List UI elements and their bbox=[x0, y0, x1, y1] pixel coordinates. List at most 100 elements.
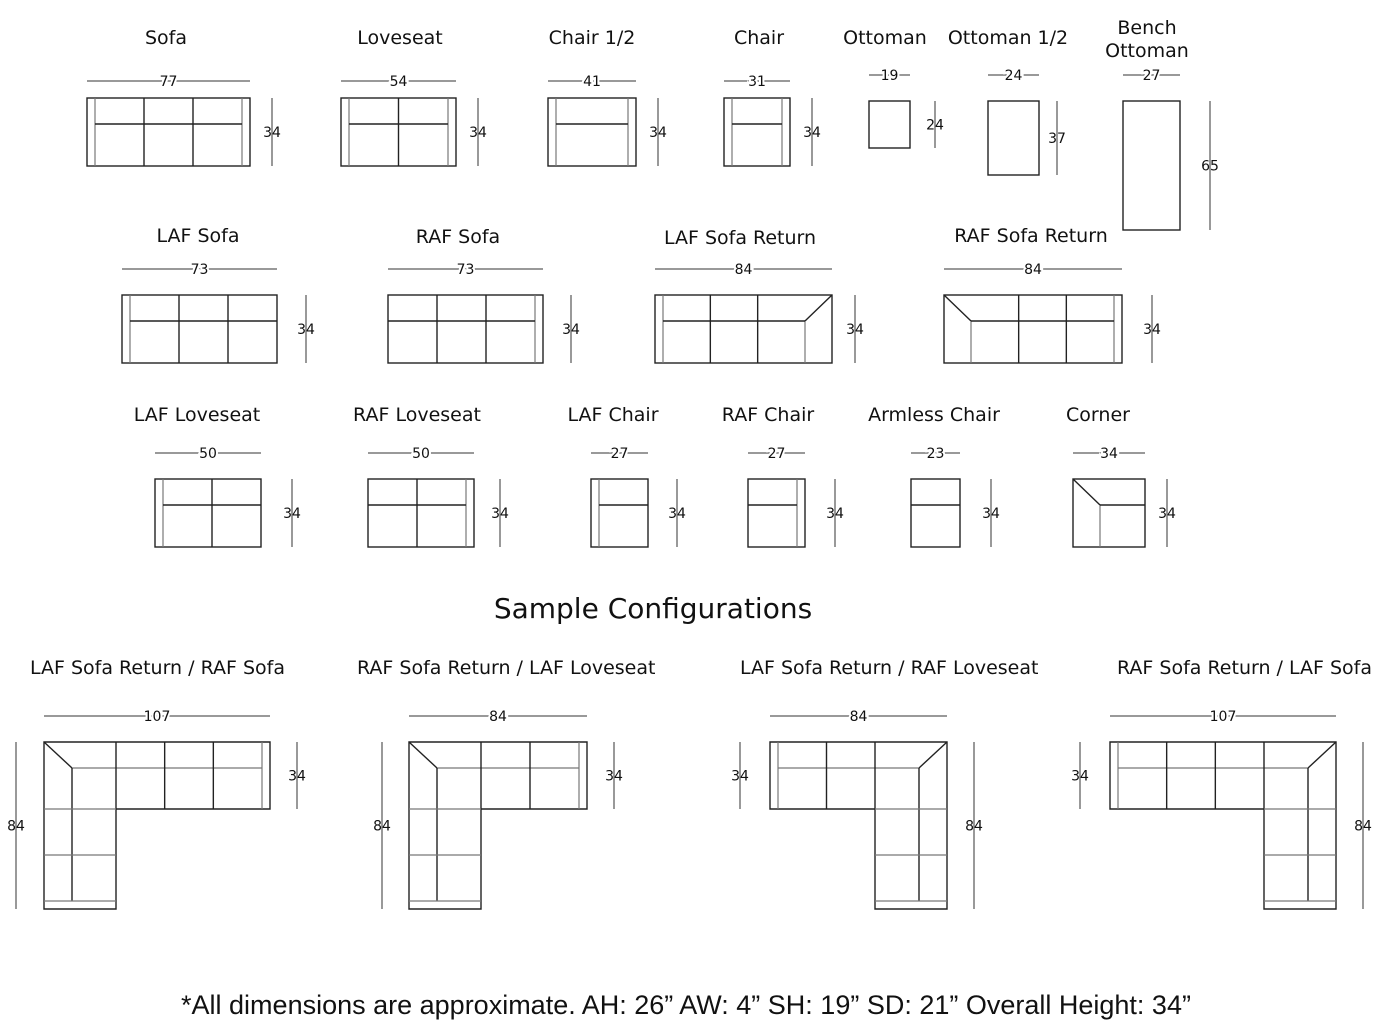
piece-laf-chair: LAF Chair 27 34 bbox=[567, 404, 686, 548]
piece-chair-1-2: Chair 1/2 41 34 bbox=[547, 27, 667, 167]
piece-outline bbox=[654, 294, 833, 364]
piece-title: Ottoman bbox=[843, 27, 927, 49]
piece-ottoman-1-2: Ottoman 1/2 24 37 bbox=[948, 27, 1068, 176]
depth-dimension-label: 84 bbox=[373, 819, 391, 835]
section-sample-configurations: Sample Configurations bbox=[494, 592, 812, 625]
depth-dimension-label: 84 bbox=[1354, 819, 1372, 835]
piece-title: LAF Sofa Return bbox=[664, 227, 816, 249]
width-dimension-label: 24 bbox=[1005, 68, 1023, 84]
depth-dimension-label: 84 bbox=[7, 819, 25, 835]
piece-title: Bench bbox=[1117, 17, 1176, 39]
width-dimension-label: 107 bbox=[1210, 709, 1237, 725]
piece-raf-sofa-return: RAF Sofa Return 84 34 bbox=[943, 225, 1161, 364]
corner-diagonal bbox=[804, 294, 833, 322]
piece-outline bbox=[154, 478, 262, 548]
piece-outline bbox=[547, 97, 637, 167]
width-dimension-label: 84 bbox=[850, 709, 868, 725]
depth-dimension-label: 84 bbox=[965, 819, 983, 835]
width-dimension-label: 54 bbox=[390, 74, 408, 90]
piece-outline bbox=[723, 97, 791, 167]
width-dimension-label: 84 bbox=[1024, 262, 1042, 278]
depth-dimension-label: 34 bbox=[288, 769, 306, 785]
width-dimension-label: 23 bbox=[927, 446, 945, 462]
piece-title: Chair bbox=[734, 27, 784, 49]
piece-title: RAF Sofa Return bbox=[954, 225, 1108, 247]
footnote-text: *All dimensions are approximate. AH: 26”… bbox=[181, 990, 1191, 1020]
depth-dimension-label: 34 bbox=[469, 125, 487, 141]
width-dimension-label: 27 bbox=[1143, 68, 1161, 84]
width-dimension-label: 34 bbox=[1100, 446, 1118, 462]
config-title: LAF Sofa Return / RAF Sofa bbox=[30, 657, 285, 679]
piece-title: Chair 1/2 bbox=[549, 27, 636, 49]
piece-title: Corner bbox=[1066, 404, 1130, 426]
width-dimension-label: 27 bbox=[768, 446, 786, 462]
piece-raf-loveseat: RAF Loveseat 50 34 bbox=[353, 404, 509, 548]
width-dimension-label: 107 bbox=[144, 709, 171, 725]
width-dimension-label: 31 bbox=[748, 74, 766, 90]
piece-outline bbox=[387, 294, 544, 364]
piece-outline bbox=[590, 478, 649, 548]
piece-title: LAF Chair bbox=[567, 404, 658, 426]
width-dimension-label: 50 bbox=[412, 446, 430, 462]
piece-laf-sofa-return: LAF Sofa Return 84 34 bbox=[654, 227, 864, 364]
corner-diagonal bbox=[943, 294, 972, 322]
piece-corner: Corner 34 34 bbox=[1066, 404, 1176, 548]
width-dimension-label: 41 bbox=[583, 74, 601, 90]
piece-outline bbox=[747, 478, 806, 548]
piece-title: RAF Loveseat bbox=[353, 404, 481, 426]
piece-title: Ottoman 1/2 bbox=[948, 27, 1068, 49]
width-dimension-label: 27 bbox=[611, 446, 629, 462]
width-dimension-label: 84 bbox=[735, 262, 753, 278]
corner-diagonal bbox=[43, 741, 73, 769]
piece-outline bbox=[86, 97, 251, 167]
config-title: RAF Sofa Return / LAF Loveseat bbox=[357, 657, 655, 679]
width-dimension-label: 73 bbox=[457, 262, 475, 278]
depth-dimension-label: 34 bbox=[982, 506, 1000, 522]
piece-title: Sofa bbox=[145, 27, 187, 49]
corner-diagonal bbox=[1072, 478, 1101, 506]
depth-dimension-label: 34 bbox=[1158, 506, 1176, 522]
depth-dimension-label: 34 bbox=[283, 506, 301, 522]
section-title: Sample Configurations bbox=[494, 592, 812, 625]
footnote: *All dimensions are approximate. AH: 26”… bbox=[181, 990, 1191, 1020]
depth-dimension-label: 34 bbox=[846, 322, 864, 338]
config-1: LAF Sofa Return / RAF Sofa 107 84 34 bbox=[7, 657, 306, 910]
width-dimension-label: 50 bbox=[199, 446, 217, 462]
width-dimension-label: 19 bbox=[881, 68, 899, 84]
depth-dimension-label: 37 bbox=[1048, 131, 1066, 147]
piece-outline bbox=[987, 100, 1040, 176]
depth-dimension-label: 34 bbox=[803, 125, 821, 141]
width-dimension-label: 77 bbox=[160, 74, 178, 90]
piece-outline bbox=[121, 294, 278, 364]
corner-diagonal bbox=[1307, 741, 1337, 769]
depth-dimension-label: 34 bbox=[826, 506, 844, 522]
piece-title: Loveseat bbox=[357, 27, 443, 49]
width-dimension-label: 73 bbox=[191, 262, 209, 278]
piece-chair: Chair 31 34 bbox=[723, 27, 821, 167]
piece-outline bbox=[1122, 100, 1181, 231]
depth-dimension-label: 34 bbox=[668, 506, 686, 522]
piece-title: RAF Chair bbox=[722, 404, 815, 426]
depth-dimension-label: 34 bbox=[1143, 322, 1161, 338]
depth-dimension-label: 34 bbox=[649, 125, 667, 141]
piece-title: RAF Sofa bbox=[416, 226, 500, 248]
config-outline bbox=[43, 741, 271, 910]
piece-outline bbox=[910, 478, 961, 548]
depth-dimension-label: 34 bbox=[491, 506, 509, 522]
width-dimension-label: 84 bbox=[489, 709, 507, 725]
corner-diagonal bbox=[408, 741, 438, 769]
piece-outline bbox=[868, 100, 911, 149]
depth-dimension-label: 24 bbox=[926, 118, 944, 134]
piece-raf-chair: RAF Chair 27 34 bbox=[722, 404, 844, 548]
piece-ottoman: Ottoman 19 24 bbox=[843, 27, 944, 149]
config-title: RAF Sofa Return / LAF Sofa bbox=[1117, 657, 1372, 679]
